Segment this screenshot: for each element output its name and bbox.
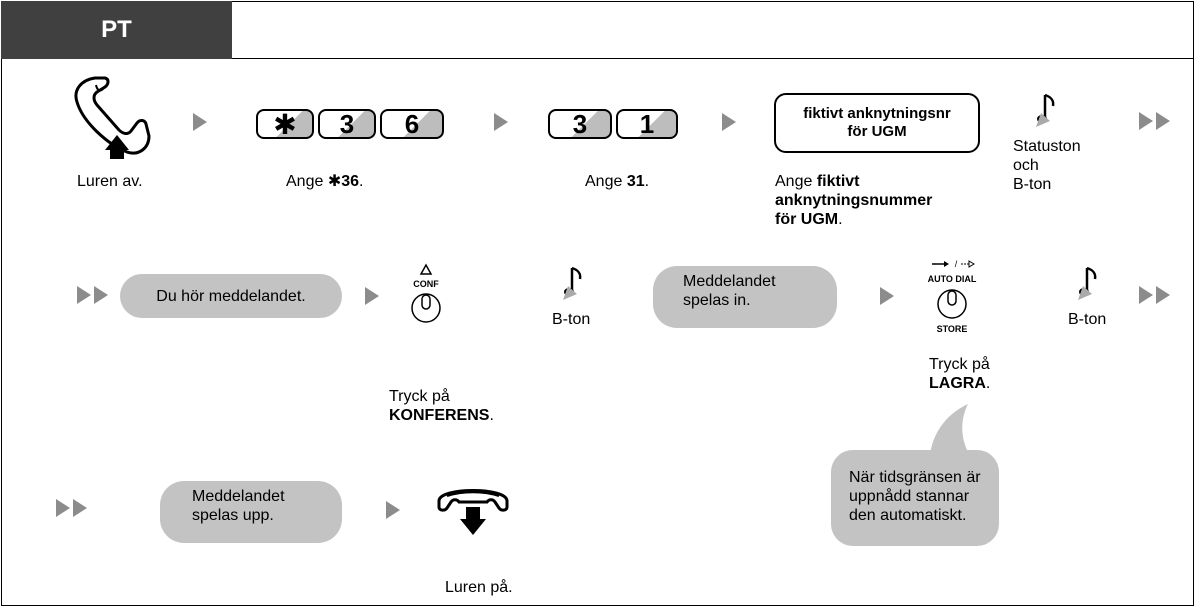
flow-arrow bbox=[386, 501, 400, 519]
continue-arrow bbox=[56, 499, 90, 517]
tone-icon bbox=[1078, 266, 1097, 300]
tab-label: PT bbox=[101, 16, 132, 43]
svg-text:CONF: CONF bbox=[413, 279, 439, 289]
flow-arrow bbox=[365, 287, 379, 305]
flow-arrow bbox=[880, 287, 894, 305]
box-line: för UGM bbox=[847, 123, 907, 140]
svg-text:AUTO DIAL: AUTO DIAL bbox=[928, 274, 977, 284]
enter-31-label: Ange 31. bbox=[585, 173, 650, 190]
key-6: 6 bbox=[380, 109, 444, 139]
auto-dial-store-button-icon: / AUTO DIAL STORE bbox=[928, 259, 977, 334]
extension-number-box: fiktivt anknytningsnr för UGM bbox=[774, 93, 980, 153]
callout-note: När tidsgränsen är uppnådd stannar den a… bbox=[831, 450, 999, 546]
enter-ext-label: Ange fiktivt anknytningsnummer för UGM. bbox=[775, 173, 933, 228]
key-3: 3 bbox=[318, 109, 376, 139]
continue-arrow bbox=[1139, 286, 1173, 304]
continue-arrow bbox=[1139, 112, 1173, 130]
press-conf-label: Tryck på KONFERENS. bbox=[389, 388, 494, 424]
key-star: ✱ bbox=[256, 109, 314, 140]
tone-icon bbox=[1036, 93, 1055, 127]
tab-pt: PT bbox=[1, 1, 232, 59]
tone-label: B-ton bbox=[1068, 311, 1107, 328]
handset-off-icon bbox=[74, 76, 151, 159]
handset-on-icon bbox=[437, 489, 509, 535]
continue-arrow bbox=[77, 286, 111, 304]
tone-icon bbox=[563, 266, 582, 300]
conf-button-icon: CONF bbox=[411, 263, 441, 323]
svg-text:/: / bbox=[955, 259, 958, 269]
header-line bbox=[232, 58, 1194, 59]
callout-tail bbox=[930, 404, 970, 456]
bubble-play: Meddelandet spelas upp. bbox=[160, 481, 342, 543]
flow-arrow bbox=[494, 113, 508, 131]
handset-on-label: Luren på. bbox=[445, 579, 513, 596]
flow-arrow bbox=[193, 113, 207, 131]
handset-off-label: Luren av. bbox=[77, 173, 143, 190]
key-1: 1 bbox=[616, 109, 678, 139]
key-3: 3 bbox=[548, 109, 612, 139]
tone-label: B-ton bbox=[552, 311, 591, 328]
flow-arrow bbox=[722, 113, 736, 131]
enter-star36-label: Ange ✱36. bbox=[286, 173, 364, 190]
bubble-record: Meddelandet spelas in. bbox=[653, 266, 837, 328]
press-store-label: Tryck på LAGRA. bbox=[929, 356, 991, 392]
box-line: fiktivt anknytningsnr bbox=[803, 105, 951, 122]
svg-text:STORE: STORE bbox=[937, 324, 968, 334]
bubble-hear: Du hör meddelandet. bbox=[120, 274, 342, 318]
tone-label: Statuston och B-ton bbox=[1013, 138, 1081, 193]
